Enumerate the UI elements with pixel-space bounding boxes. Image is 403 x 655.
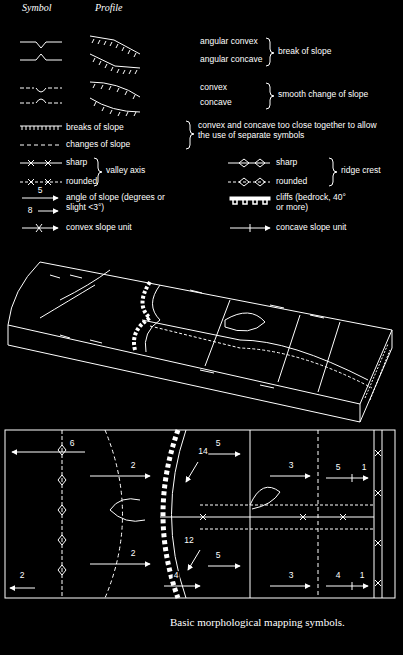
annotation-label: ridge crest	[341, 166, 381, 176]
callout-number: 6	[69, 439, 76, 449]
figure-caption: Basic morphological mapping symbols.	[170, 616, 345, 629]
legend-entry: sharp	[276, 158, 297, 168]
callout-number: 5	[37, 186, 44, 196]
block-diagram	[8, 262, 392, 422]
callout-number: 4	[335, 571, 342, 581]
annotation-label: convex and concave too close together to…	[198, 121, 383, 141]
legend-entry: sharp	[66, 158, 87, 168]
callout-number: 1	[361, 463, 368, 473]
callout-number: 3	[288, 571, 295, 581]
legend-entry: angular convex	[200, 37, 258, 47]
callout-number: 1	[359, 571, 366, 581]
legend-entry: angular concave	[200, 55, 262, 65]
callout-number: 12	[183, 536, 194, 546]
legend-entry: concave slope unit	[276, 223, 346, 233]
morphological-map	[5, 430, 395, 598]
annotation-label: Profile	[95, 2, 122, 14]
legend-entry: convex	[200, 83, 227, 93]
callout-number: 2	[130, 461, 137, 471]
legend-entry: convex slope unit	[66, 223, 132, 233]
callout-number: 5	[335, 463, 342, 473]
callout-number: 2	[130, 549, 137, 559]
annotation-label: valley axis	[106, 166, 145, 176]
callout-number: 5	[215, 439, 222, 449]
callout-number: 4	[173, 571, 180, 581]
legend-entry: rounded	[276, 177, 307, 187]
callout-number: 5	[215, 551, 222, 561]
legend-entry: rounded	[66, 177, 97, 187]
callout-number: 14	[197, 447, 208, 457]
callout-number: 8	[27, 206, 34, 216]
legend-entry: concave	[200, 98, 232, 108]
callout-number: 2	[19, 571, 26, 581]
annotation-label: break of slope	[278, 47, 331, 57]
legend-entry: angle of slope (degrees or slight <3°)	[66, 193, 178, 213]
legend-entry: changes of slope	[66, 140, 130, 150]
annotation-label: smooth change of slope	[278, 90, 368, 100]
legend-entry: breaks of slope	[66, 123, 124, 133]
callout-number: 3	[288, 461, 295, 471]
annotation-label: Symbol	[22, 2, 51, 14]
legend-entry: cliffs (bedrock, 40° or more)	[276, 193, 348, 213]
